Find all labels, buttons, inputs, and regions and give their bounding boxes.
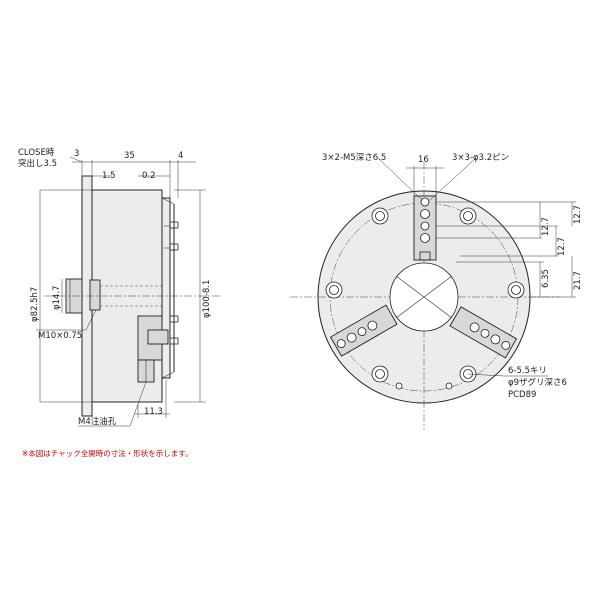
front-view: 3×2-M5深さ6.5 16 3×3-φ3.2ピン 12.7 12.7 12.7… <box>290 153 583 430</box>
drawing-note: ※本図はチャック全開時の寸法・形状を示します。 <box>22 448 192 458</box>
top-jaw-pin-1 <box>420 197 430 207</box>
pin-label: 3×3-φ3.2ピン <box>452 153 509 163</box>
dim-12-7-right: 12.7 <box>557 237 567 256</box>
dim-6-35: 6.35 <box>541 269 551 288</box>
bolt-hole-5 <box>371 365 389 383</box>
left-jaw-hole-4 <box>469 322 480 333</box>
close-label-2: 突出し3.5 <box>18 158 57 169</box>
left-jaw-hole-2 <box>490 334 501 345</box>
tap-label: 3×2-M5深さ6.5 <box>322 153 386 163</box>
bolt-holes-label-2: φ9ザグリ深さ6 <box>508 377 567 388</box>
bolt-holes-label-1: 6-5.5キリ <box>508 366 547 376</box>
bolt-hole-1 <box>371 207 389 225</box>
dia-14-7: φ14.7 <box>52 285 62 310</box>
dim-12-7-mid: 12.7 <box>541 217 551 236</box>
right-jaw-hole-3 <box>357 327 367 337</box>
left-jaw-hole-3 <box>480 328 490 338</box>
lower-adapter-boss <box>147 329 169 345</box>
dim-4: 4 <box>178 151 183 161</box>
bolt-hole-6 <box>325 281 343 299</box>
thread-label: M10×0.75 <box>38 331 82 341</box>
threaded-plug <box>89 279 101 311</box>
dim-3: 3 <box>74 149 79 159</box>
dim-0-2: 0.2 <box>142 171 156 181</box>
dim-16: 16 <box>418 155 429 165</box>
dim-21-7: 21.7 <box>573 271 583 290</box>
top-jaw-tap-2 <box>420 233 430 243</box>
bolt-hole-3 <box>507 281 525 299</box>
right-jaw-hole-2 <box>346 332 357 343</box>
dim-11-3: 11.3 <box>144 407 163 417</box>
jaw-face-plate <box>161 197 171 379</box>
right-jaw-hole-4 <box>367 320 378 331</box>
dim-12-7-top: 12.7 <box>573 205 583 224</box>
top-jaw-tap-1 <box>420 209 430 219</box>
bolt-hole-2 <box>459 207 477 225</box>
dia-82-5: φ82.5h7 <box>30 287 40 322</box>
dim-35: 35 <box>124 151 135 161</box>
oil-hole-label: M4注油孔 <box>78 416 117 427</box>
left-jaw-hole-1 <box>501 340 511 350</box>
close-label-1: CLOSE時 <box>18 148 55 158</box>
right-jaw-hole-1 <box>336 339 346 349</box>
side-view: CLOSE時 突出し3.5 3 35 4 1.5 0.2 φ82.5h7 φ14… <box>18 148 220 427</box>
pcd-label: PCD89 <box>508 390 536 400</box>
top-jaw-pin-2 <box>420 221 430 231</box>
dim-1-5: 1.5 <box>102 171 116 181</box>
dia-100: φ100-8.1 <box>202 280 212 318</box>
